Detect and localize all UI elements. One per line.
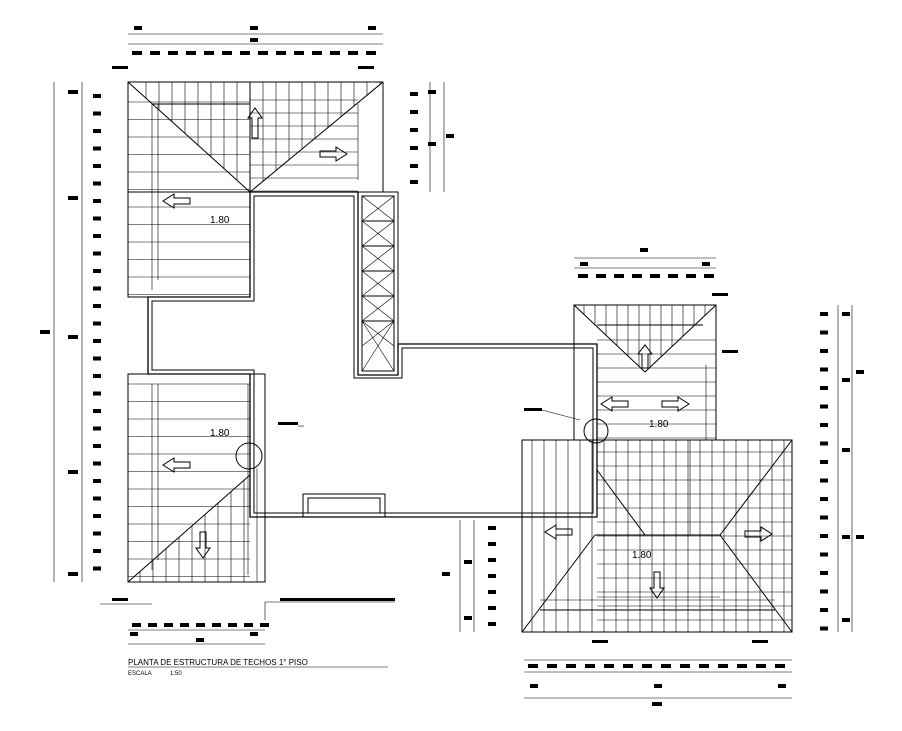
arrow-left-icon (544, 524, 573, 540)
slope-label-lower-left: 1.80 (210, 428, 230, 439)
detail-circle-right (583, 418, 609, 444)
callout-labels (100, 293, 768, 643)
top-dimension-lines (112, 26, 383, 69)
arrow-right-icon (319, 146, 348, 162)
slope-label-right-upper: 1.80 (649, 419, 669, 430)
right-top-dimension-lines (574, 248, 716, 278)
scale-value: 1:50 (170, 671, 182, 677)
left-dimension-lines (40, 82, 101, 582)
scale-label: ESCALA (128, 671, 152, 677)
roof-block-right-upper (573, 304, 717, 441)
slope-arrows (162, 107, 773, 599)
truss-column (357, 191, 399, 376)
detail-circle-left (235, 442, 263, 470)
arrow-left-icon (600, 396, 629, 412)
slope-label-upper-left: 1.80 (210, 215, 230, 226)
arrow-down-icon (195, 531, 211, 559)
arrow-left-icon (162, 457, 191, 473)
arrow-up-icon (247, 107, 263, 139)
arrow-down-icon (649, 571, 665, 599)
arrow-left-icon (162, 193, 191, 209)
arrow-up-icon (636, 344, 654, 369)
title-block: PLANTA DE ESTRUCTURA DE TECHOS 1° PISO E… (128, 658, 388, 677)
arrow-right-icon (744, 526, 773, 542)
roof-block-right-lower (521, 439, 793, 633)
roof-block-lower-left (127, 373, 266, 583)
arrow-right-icon (661, 396, 690, 412)
right-dimension-lines (410, 82, 864, 632)
drawing-title: PLANTA DE ESTRUCTURA DE TECHOS 1° PISO (128, 658, 308, 667)
bottom-dimension-lines (128, 623, 792, 706)
roof-block-upper-left (127, 81, 384, 298)
slope-label-right-lower: 1.80 (632, 550, 652, 561)
